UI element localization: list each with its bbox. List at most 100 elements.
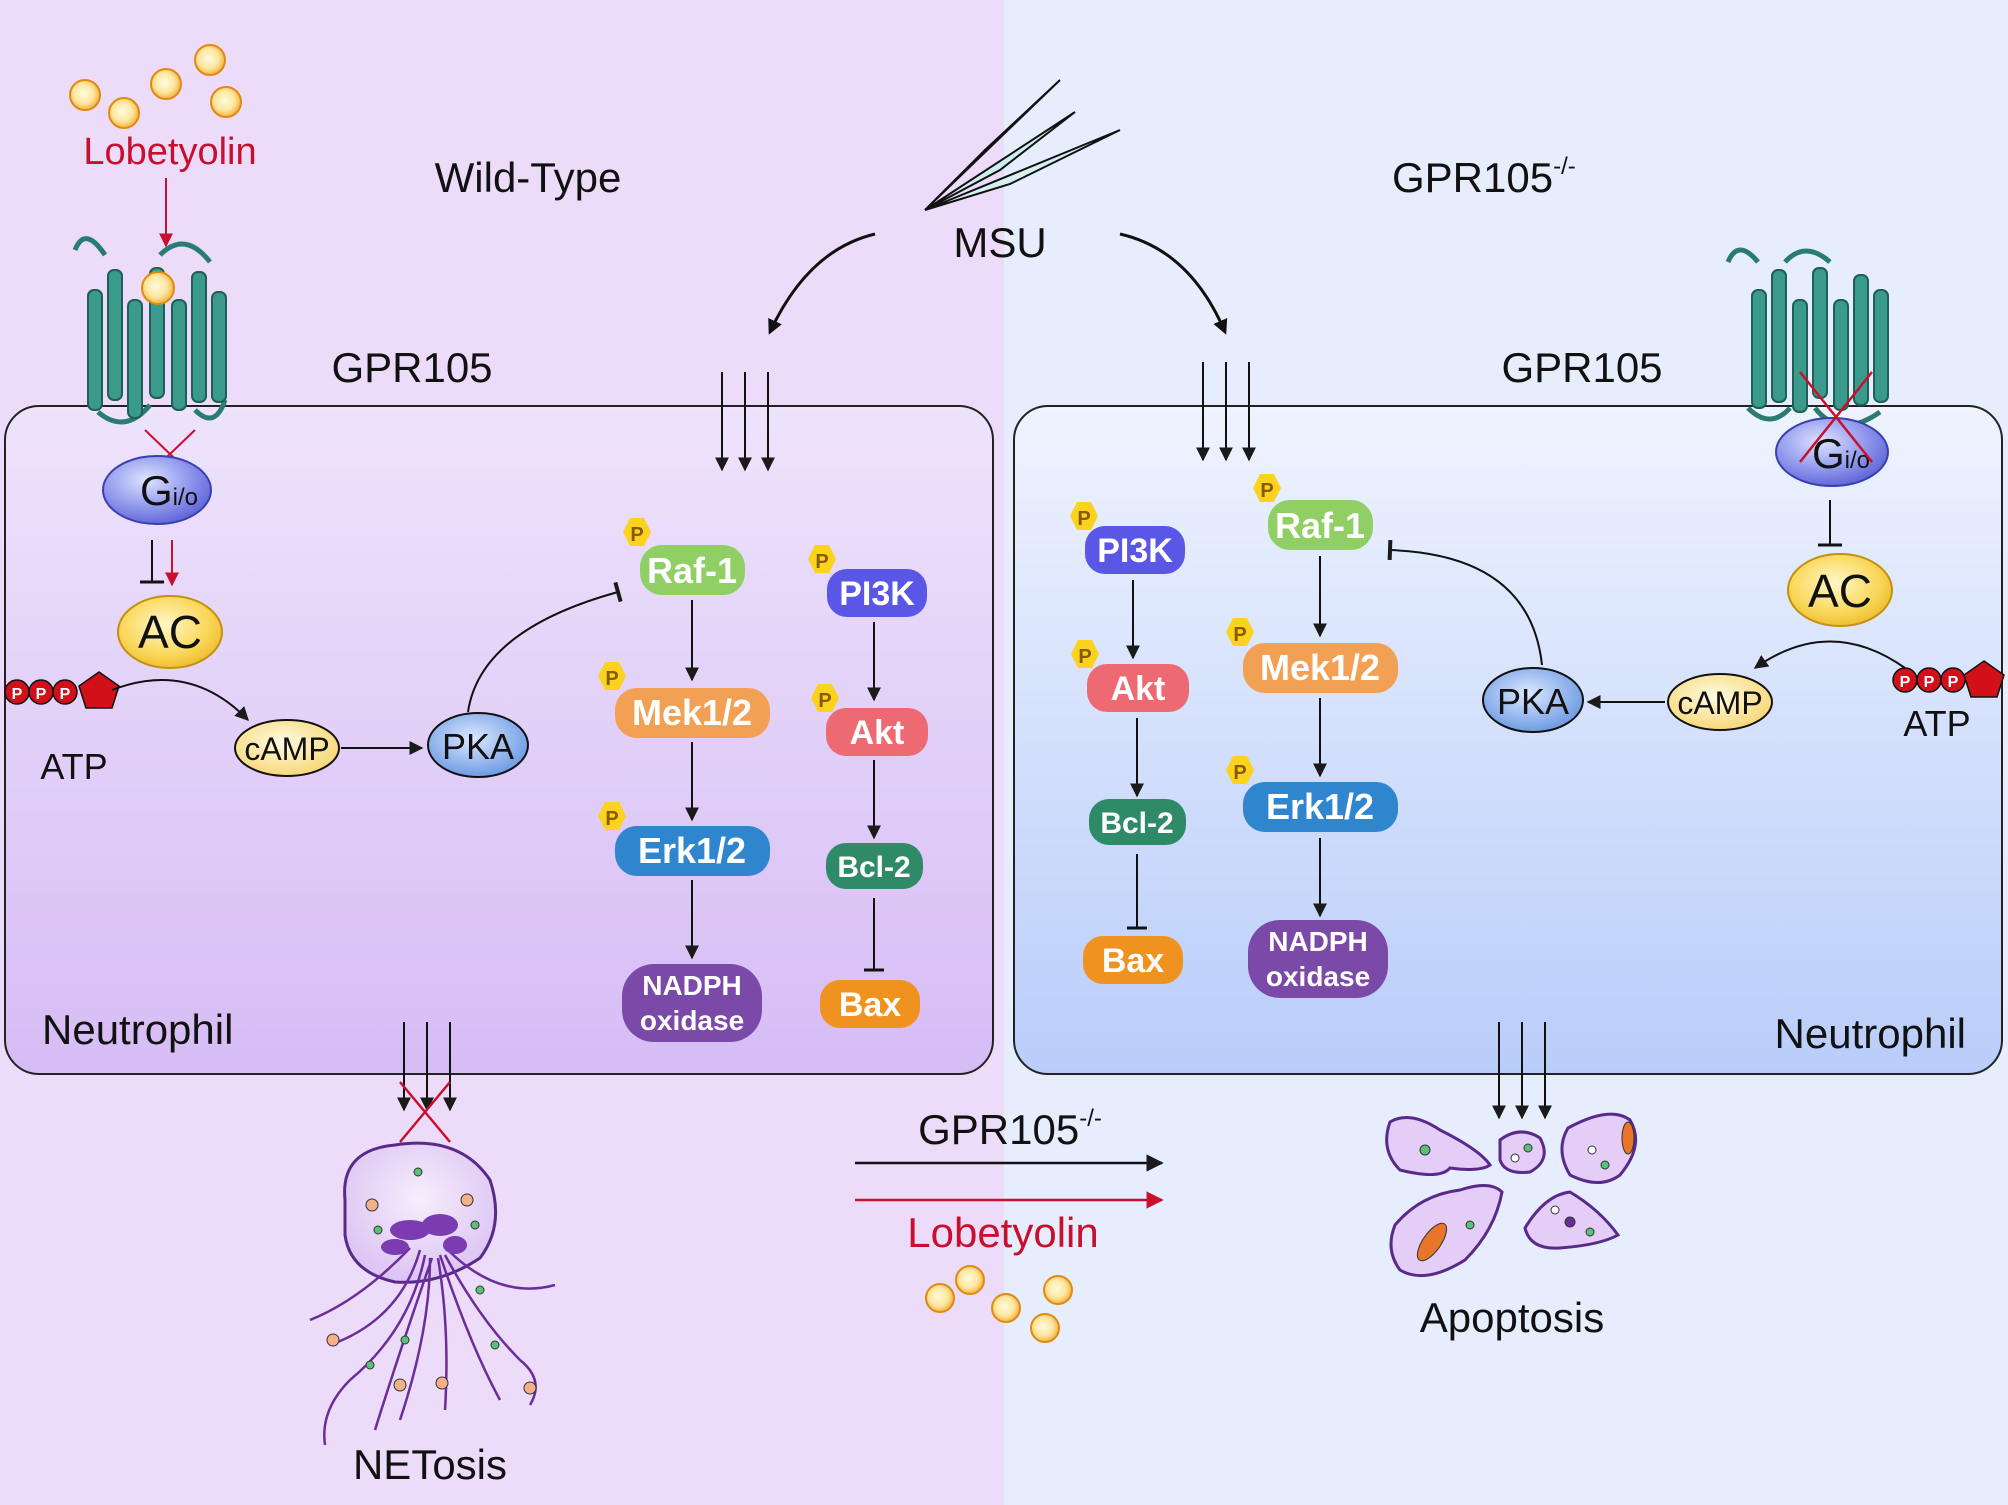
ac-node-left — [117, 595, 223, 669]
ac-label-right: AC — [1808, 565, 1872, 617]
svg-text:P: P — [815, 551, 828, 573]
msu-arrow-right — [1119, 232, 1228, 335]
svg-text:Raf-1: Raf-1 — [647, 550, 737, 591]
svg-text:P: P — [1948, 674, 1959, 691]
svg-text:P: P — [1078, 646, 1091, 668]
svg-text:Bax: Bax — [839, 986, 901, 1024]
svg-text:P: P — [1233, 762, 1246, 784]
inhibition-cross-right-receptor — [1799, 371, 1873, 463]
bax-node-right: Bax — [1083, 936, 1183, 984]
svg-text:Akt: Akt — [850, 714, 905, 752]
svg-text:PI3K: PI3K — [839, 575, 915, 613]
gio-label-right: Gi/o — [1812, 430, 1870, 477]
inhibition-cross-netosis — [399, 1081, 451, 1143]
svg-text:P: P — [818, 690, 831, 712]
svg-text:Bax: Bax — [1102, 942, 1164, 980]
camp-label-right: cAMP — [1677, 685, 1762, 721]
nadph-oxidase-node-right: NADPH oxidase — [1248, 920, 1388, 998]
atp-camp-arrow-right — [1753, 640, 1906, 669]
svg-text:oxidase: oxidase — [640, 1005, 744, 1036]
legend-lobetyolin-label: Lobetyolin — [907, 1209, 1098, 1256]
netosis-illustration — [309, 1141, 556, 1446]
netosis-arrows — [397, 1022, 457, 1112]
gpr105-receptor-left — [72, 236, 228, 425]
raf1-node-right: Raf-1 P — [1253, 474, 1373, 550]
neutrophil-cell-right — [1013, 405, 2003, 1075]
pi3k-node-left: PI3K P — [808, 545, 927, 617]
pka-label-right: PKA — [1497, 681, 1569, 722]
neutrophil-label-left: Neutrophil — [42, 1006, 233, 1053]
bcl2-node-left: Bcl-2 — [826, 843, 923, 889]
apoptosis-arrows — [1492, 1022, 1552, 1120]
atp-molecule-left: P P P — [4, 671, 120, 709]
gpr105-knockout-title-text: GPR105 — [1392, 154, 1553, 201]
signal-arrows-left — [715, 372, 775, 472]
wild-type-label: Wild-Type — [435, 154, 622, 201]
gpr105-knockout-title-sup: -/- — [1553, 153, 1576, 180]
mek-node-left: Mek1/2 P — [598, 662, 770, 738]
svg-text:Bcl-2: Bcl-2 — [1100, 807, 1173, 840]
gio-protein-right — [1775, 417, 1889, 487]
gpr105-receptor-right — [1725, 247, 1889, 428]
bcl2-node-right: Bcl-2 — [1089, 799, 1186, 845]
svg-text:oxidase: oxidase — [1266, 961, 1370, 992]
gpr105-label-left: GPR105 — [331, 344, 492, 391]
svg-text:NADPH: NADPH — [1268, 926, 1368, 957]
akt-node-left: Akt P — [811, 684, 928, 756]
lobetyolin-particles-top — [69, 44, 242, 129]
erk-node-right: Erk1/2 P — [1226, 756, 1398, 832]
svg-text:P: P — [60, 686, 71, 703]
gio-right-sub: i/o — [1845, 447, 1870, 474]
pi3k-node-right: PI3K P — [1070, 502, 1185, 574]
pka-raf-inhibit-left — [467, 581, 623, 713]
erk-node-left: Erk1/2 P — [598, 802, 770, 876]
camp-node-right — [1667, 673, 1773, 731]
legend-gpr105-label: GPR105-/- — [918, 1105, 1102, 1153]
gio-label-left: Gi/o — [140, 467, 198, 514]
ac-node-right — [1787, 553, 1893, 627]
pka-node-left — [427, 712, 529, 778]
atp-molecule-right: P P P — [1892, 660, 2005, 698]
legend-gpr105-text: GPR105 — [918, 1106, 1079, 1153]
mek-node-right: Mek1/2 P — [1226, 618, 1398, 693]
pka-label-left: PKA — [442, 726, 514, 767]
gio-protein-left — [102, 455, 212, 525]
signal-arrows-right — [1196, 362, 1256, 462]
svg-text:Mek1/2: Mek1/2 — [1260, 647, 1380, 688]
ac-label-left: AC — [138, 606, 202, 658]
apoptosis-illustration — [1385, 1112, 1638, 1278]
svg-text:Akt: Akt — [1111, 670, 1166, 708]
gpr105-knockout-title: GPR105-/- — [1392, 153, 1576, 201]
pka-node-right — [1482, 667, 1584, 733]
gio-left-main: G — [140, 467, 173, 514]
akt-node-right: Akt P — [1071, 640, 1189, 712]
svg-text:Bcl-2: Bcl-2 — [837, 851, 910, 884]
neutrophil-label-right: Neutrophil — [1775, 1010, 1966, 1057]
svg-text:Raf-1: Raf-1 — [1275, 505, 1365, 546]
lobetyolin-particles-bottom — [925, 1265, 1073, 1343]
svg-text:P: P — [1900, 674, 1911, 691]
svg-text:Erk1/2: Erk1/2 — [1266, 786, 1374, 827]
svg-text:P: P — [1077, 508, 1090, 530]
gio-right-main: G — [1812, 430, 1845, 477]
gio-left-sub: i/o — [173, 484, 198, 511]
apoptosis-label: Apoptosis — [1420, 1294, 1604, 1341]
camp-label-left: cAMP — [244, 731, 329, 767]
svg-text:P: P — [36, 686, 47, 703]
legend-gpr105-sup: -/- — [1079, 1105, 1102, 1132]
nadph-oxidase-node-left: NADPH oxidase — [622, 964, 762, 1042]
svg-text:NADPH: NADPH — [642, 970, 742, 1001]
atp-label-left: ATP — [40, 746, 107, 787]
atp-label-right: ATP — [1903, 703, 1970, 744]
bax-node-left: Bax — [820, 980, 920, 1028]
svg-text:PI3K: PI3K — [1097, 532, 1173, 570]
svg-text:P: P — [630, 524, 643, 546]
netosis-label: NETosis — [353, 1441, 507, 1488]
svg-text:P: P — [1924, 674, 1935, 691]
camp-node-left — [234, 719, 340, 777]
svg-text:Mek1/2: Mek1/2 — [632, 692, 752, 733]
svg-text:P: P — [605, 668, 618, 690]
svg-text:P: P — [1233, 624, 1246, 646]
